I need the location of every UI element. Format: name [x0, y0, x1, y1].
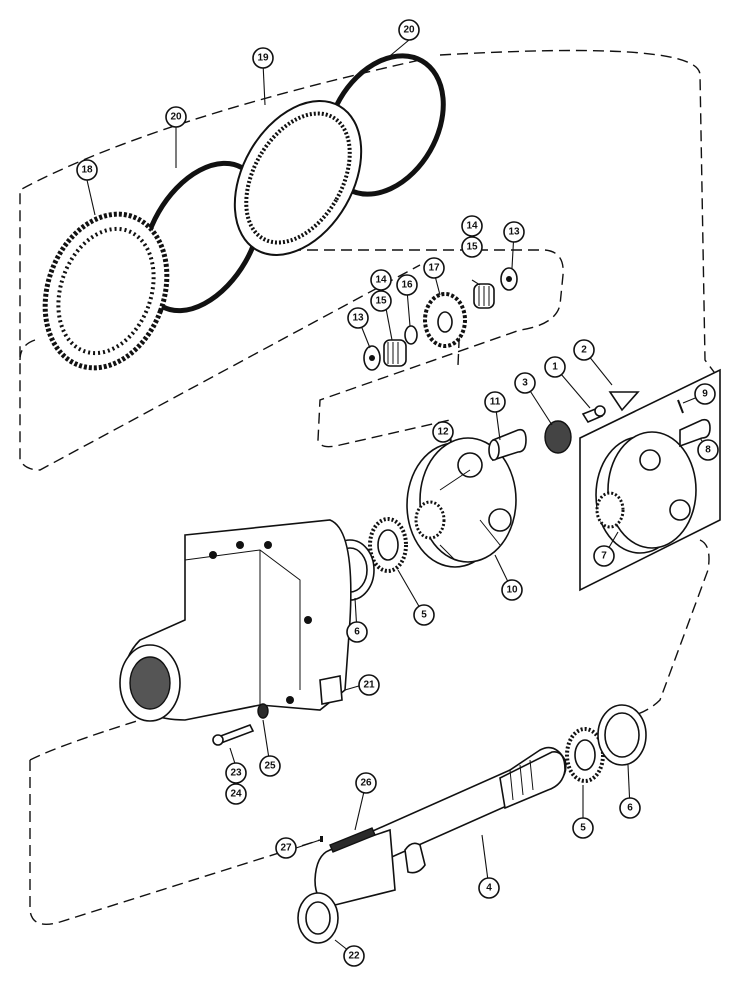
shaft-key — [320, 827, 376, 853]
callout-5-upper: 5 — [413, 604, 435, 626]
callout-label: 2 — [581, 345, 587, 356]
callout-15-right: 15 — [461, 236, 483, 258]
callout-label: 8 — [705, 445, 711, 456]
callout-14-left: 14 — [370, 269, 392, 291]
callout-label: 6 — [627, 803, 633, 814]
housing-bolt-washer — [212, 703, 269, 746]
callout-9: 9 — [694, 383, 716, 405]
callout-label: 26 — [360, 778, 372, 789]
callout-label: 13 — [508, 227, 520, 238]
callout-label: 1 — [552, 362, 558, 373]
axle-housing — [119, 519, 352, 722]
callout-16: 16 — [396, 274, 418, 296]
callout-27: 27 — [275, 837, 297, 859]
tapered-bearing-upper — [368, 517, 408, 573]
callout-21: 21 — [358, 674, 380, 696]
callout-3: 3 — [514, 372, 536, 394]
callout-20-right: 20 — [398, 19, 420, 41]
callout-label: 16 — [401, 280, 413, 291]
callout-6-upper: 6 — [346, 621, 368, 643]
callout-label: 15 — [466, 242, 478, 253]
callout-label: 11 — [490, 397, 501, 408]
callout-5-lower: 5 — [572, 817, 594, 839]
callout-4: 4 — [478, 877, 500, 899]
callout-20-left: 20 — [165, 106, 187, 128]
callout-label: 23 — [230, 768, 242, 779]
callout-14-right: 14 — [461, 215, 483, 237]
callout-10: 10 — [501, 579, 523, 601]
callout-label: 20 — [403, 25, 415, 36]
callout-26: 26 — [355, 772, 377, 794]
callout-6-lower: 6 — [619, 797, 641, 819]
callout-2: 2 — [573, 339, 595, 361]
pin-and-roll-pin — [448, 428, 527, 462]
callout-1: 1 — [544, 356, 566, 378]
callout-label: 4 — [486, 883, 492, 894]
callout-label: 18 — [81, 165, 93, 176]
callout-22: 22 — [343, 945, 365, 967]
callout-7: 7 — [593, 545, 615, 567]
axle-shaft — [314, 746, 567, 906]
callout-17: 17 — [423, 257, 445, 279]
callout-label: 20 — [170, 112, 182, 123]
callout-label: 5 — [580, 823, 586, 834]
callout-8: 8 — [697, 439, 719, 461]
callout-18: 18 — [76, 159, 98, 181]
callout-label: 17 — [428, 263, 440, 274]
tapered-bearing-lower — [565, 727, 605, 783]
callout-15-left: 15 — [370, 290, 392, 312]
callout-label: 27 — [280, 843, 292, 854]
callout-11: 11 — [484, 391, 506, 413]
callout-label: 9 — [702, 389, 708, 400]
callout-13-right: 13 — [503, 221, 525, 243]
callout-label: 15 — [375, 296, 387, 307]
callout-25: 25 — [259, 755, 281, 777]
callout-label: 7 — [601, 551, 607, 562]
callout-24: 24 — [225, 783, 247, 805]
bearing-cup-lower — [597, 704, 647, 766]
callout-label: 13 — [352, 313, 364, 324]
thrust-washer — [297, 892, 339, 944]
callout-label: 3 — [522, 378, 528, 389]
callout-19: 19 — [252, 47, 274, 69]
callout-label: 10 — [506, 585, 518, 596]
washer-bolt-lock — [544, 391, 640, 454]
callout-label: 14 — [375, 275, 387, 286]
carrier-assembly-box — [579, 368, 721, 592]
ring-gear — [42, 211, 170, 371]
callout-label: 14 — [466, 221, 478, 232]
callout-label: 21 — [363, 680, 375, 691]
callout-13-left: 13 — [347, 307, 369, 329]
planet-carrier — [406, 437, 517, 568]
callout-label: 19 — [257, 53, 269, 64]
callout-label: 5 — [421, 610, 427, 621]
callout-label: 22 — [348, 951, 360, 962]
planet-gear-parts — [363, 267, 518, 371]
friction-disc — [233, 100, 363, 256]
callout-23: 23 — [225, 762, 247, 784]
callout-label: 25 — [264, 761, 276, 772]
callout-label: 24 — [230, 789, 242, 800]
callout-label: 6 — [354, 627, 360, 638]
callout-12: 12 — [432, 421, 454, 443]
callout-label: 12 — [437, 427, 449, 438]
